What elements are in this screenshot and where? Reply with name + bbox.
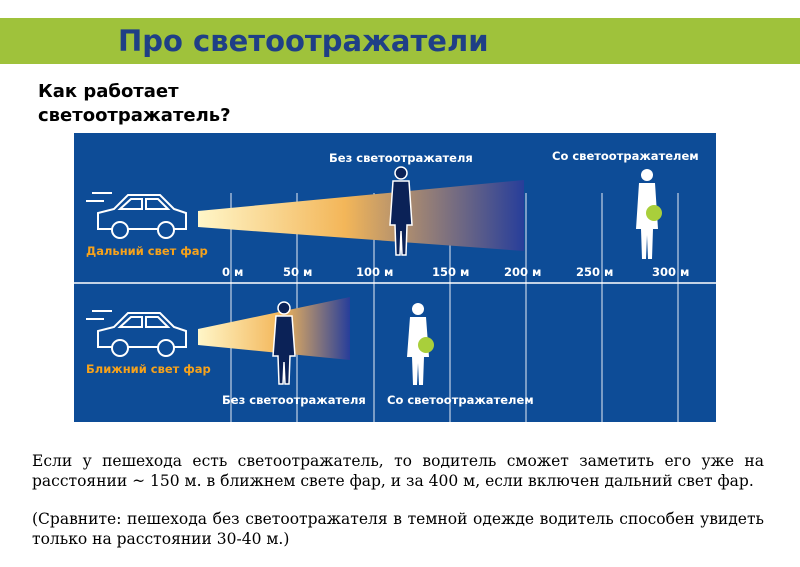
title-bar <box>0 18 800 64</box>
high-beam <box>198 180 524 251</box>
tick-label: 200 м <box>504 265 541 279</box>
label-without-reflector-top: Без светоотражателя <box>329 151 473 165</box>
tick-label: 50 м <box>283 265 312 279</box>
diagram-background <box>74 133 716 422</box>
low-beam <box>198 297 350 360</box>
reflector-icon <box>418 337 434 353</box>
label-low-beam: Ближний свет фар <box>86 362 211 376</box>
label-with-reflector-bottom: Со светоотражателем <box>387 393 534 407</box>
body-text: Если у пешехода есть светоотражатель, то… <box>32 451 764 567</box>
tick-label: 150 м <box>432 265 469 279</box>
reflector-icon <box>646 205 662 221</box>
subtitle: Как работает светоотражатель? <box>38 81 231 126</box>
page-title: Про светоотражатели <box>118 24 489 58</box>
car-icon <box>86 192 187 239</box>
distance-scale: 0 м 50 м 100 м 150 м 200 м 250 м 300 м <box>222 265 689 279</box>
paragraph-1: Если у пешехода есть светоотражатель, то… <box>32 452 764 490</box>
label-high-beam: Дальний свет фар <box>86 244 208 258</box>
paragraph-2: (Сравните: пешехода без светоотражателя … <box>32 510 764 548</box>
pedestrian-without-reflector-top <box>389 166 413 256</box>
pedestrian-with-reflector-top <box>636 169 662 259</box>
car-icon <box>86 310 187 357</box>
tick-label: 0 м <box>222 265 243 279</box>
tick-label: 100 м <box>356 265 393 279</box>
label-with-reflector-top: Со светоотражателем <box>552 149 699 163</box>
label-without-reflector-bottom: Без светоотражателя <box>222 393 366 407</box>
pedestrian-with-reflector-bottom <box>407 303 434 385</box>
tick-label: 300 м <box>652 265 689 279</box>
pedestrian-without-reflector-bottom <box>272 301 296 385</box>
reflector-diagram: Без светоотражателя Со светоотражателем … <box>74 133 716 422</box>
tick-label: 250 м <box>576 265 613 279</box>
